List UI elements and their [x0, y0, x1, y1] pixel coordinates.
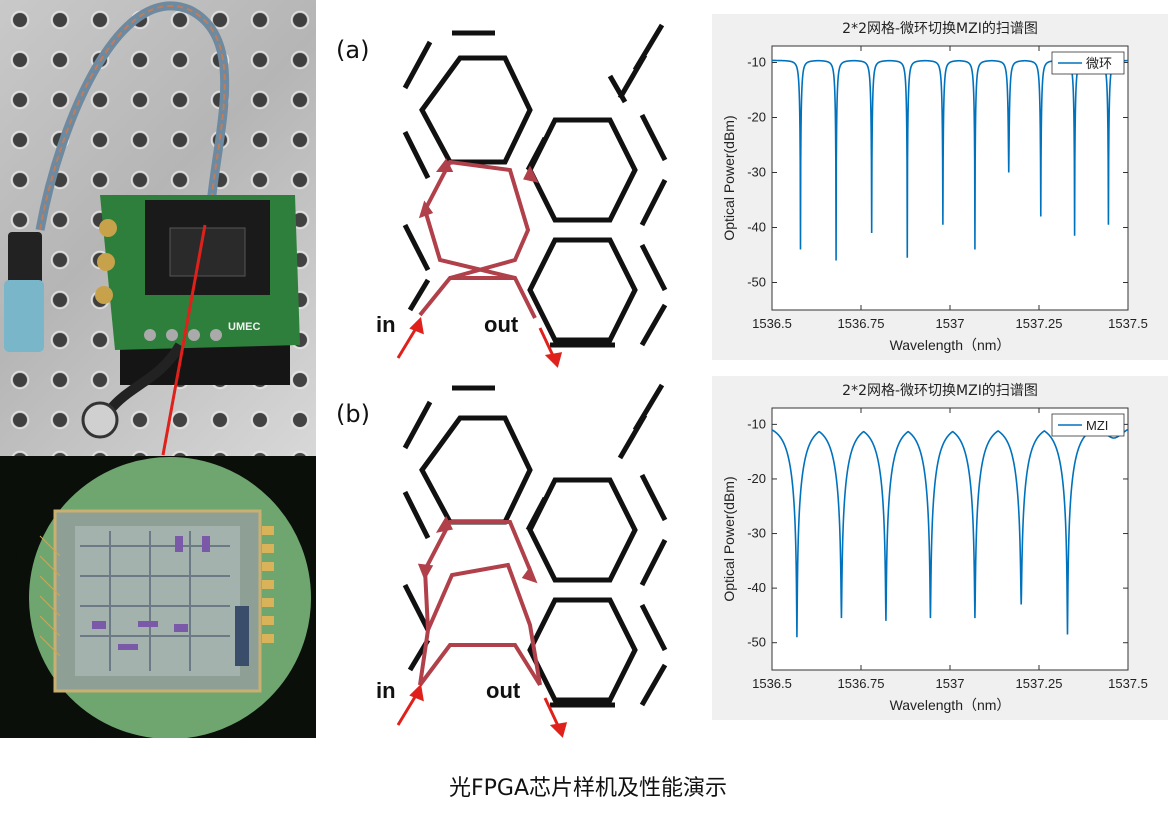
light-path-b	[417, 515, 542, 687]
x-tick-label: 1536.5	[752, 316, 792, 331]
device-photo-drawing: UMEC	[0, 0, 316, 456]
x-tick-label: 1537	[936, 316, 965, 331]
x-tick-label: 1537.5	[1108, 676, 1148, 691]
x-tick-label: 1537.25	[1016, 676, 1063, 691]
plot-area	[771, 407, 1129, 671]
chip-micrograph	[0, 456, 316, 738]
in-label-b: in	[376, 678, 396, 703]
legend-label: 微环	[1086, 56, 1112, 71]
chart-frame-b: 2*2网格-微环切换MZI的扫谱图 1536.5 1536.75 1537 1537.…	[712, 376, 1168, 720]
y-tick-label: -30	[747, 526, 766, 541]
y-tick-label: -40	[747, 220, 766, 235]
y-tick-label: -10	[747, 55, 766, 70]
y-tick-label: -30	[747, 165, 766, 180]
x-axis-label: Wavelength（nm）	[890, 337, 1011, 353]
x-tick-label: 1537.5	[1108, 316, 1148, 331]
chart-a: 1536.5 1536.75 1537 1537.25 1537.5 -10 -20 -30 -…	[721, 45, 1148, 353]
board-logo-text: UMEC	[228, 321, 260, 333]
y-tick-label: -20	[747, 471, 766, 486]
plot-area	[771, 45, 1129, 311]
light-path-a	[418, 158, 539, 319]
figure-caption: 光FPGA芯片样机及性能演示	[448, 776, 728, 801]
diagram-a	[396, 23, 668, 368]
hex-grid-b	[402, 383, 668, 708]
io-arrows-b	[396, 683, 568, 738]
panel-label-a: (a)	[336, 36, 370, 64]
legend-label: MZI	[1086, 418, 1108, 433]
x-axis-label: Wavelength（nm）	[890, 697, 1011, 713]
device-photo: UMEC	[0, 0, 316, 456]
chip-micrograph-drawing	[11, 456, 316, 738]
chart-frame-a: 2*2网格-微环切换MZI的扫谱图 1536.5 1536.75 1537 1537.…	[712, 14, 1168, 360]
y-tick-label: -40	[747, 580, 766, 595]
series-line	[771, 427, 1129, 638]
in-label-a: in	[376, 312, 396, 337]
y-tick-label: -10	[747, 416, 766, 431]
io-arrows-a	[396, 316, 563, 368]
x-tick-label: 1536.5	[752, 676, 792, 691]
y-tick-label: -50	[747, 275, 766, 290]
y-tick-label: -50	[747, 635, 766, 650]
y-tick-label: -20	[747, 110, 766, 125]
legend-box	[1051, 413, 1125, 437]
x-tick-label: 1537.25	[1016, 316, 1063, 331]
chart-b: 1536.5 1536.75 1537 1537.25 1537.5 -10 -20 -30 -…	[721, 407, 1148, 713]
out-label-a: out	[484, 312, 519, 337]
x-tick-label: 1537	[936, 676, 965, 691]
chart-title-a: 2*2网格-微环切换MZI的扫谱图	[842, 21, 1038, 37]
x-tick-label: 1536.75	[838, 316, 885, 331]
y-axis-label: Optical Power(dBm)	[721, 115, 737, 240]
diagram-b	[396, 383, 668, 738]
hex-grid-a	[402, 23, 668, 348]
out-label-b: out	[486, 678, 521, 703]
y-axis-label: Optical Power(dBm)	[721, 476, 737, 601]
x-tick-label: 1536.75	[838, 676, 885, 691]
chart-title-b: 2*2网格-微环切换MZI的扫谱图	[842, 383, 1038, 399]
panel-label-b: (b)	[336, 400, 370, 428]
legend-box	[1051, 51, 1125, 75]
